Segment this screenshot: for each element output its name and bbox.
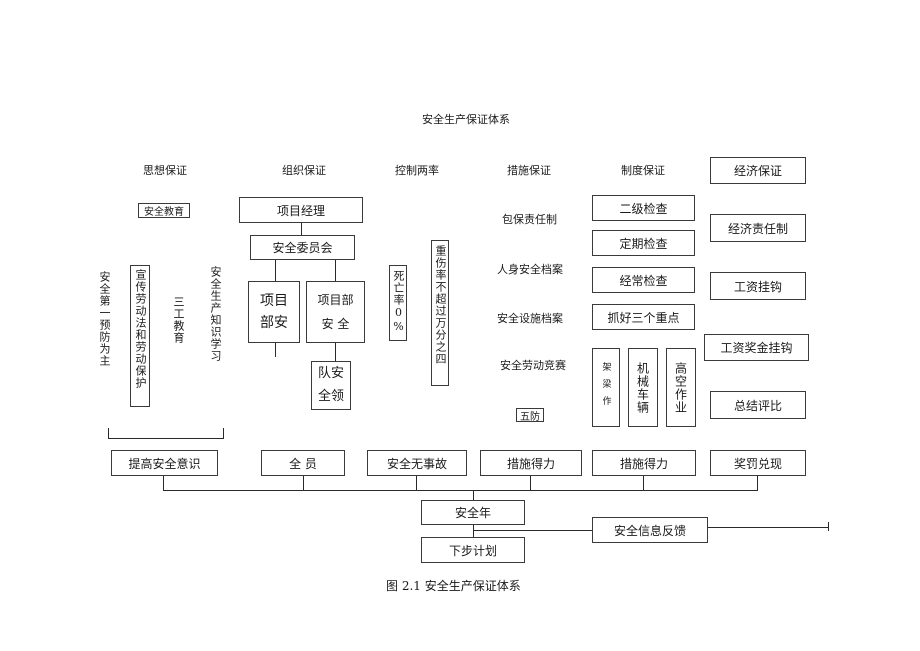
result-drop-2 [303, 476, 304, 490]
economic-item-4: 总结评比 [710, 391, 806, 419]
feedback-right-line [708, 527, 829, 528]
measure-item-2: 人身安全档案 [497, 263, 563, 276]
focus-box-1: 架梁作 [592, 348, 620, 427]
committee-to-dept1-line [275, 260, 276, 281]
dept-safety-box-2: 项目部 安 全 [306, 281, 365, 343]
team-line1: 队安 [317, 366, 344, 382]
to-feedback-line [473, 530, 592, 531]
safety-year-to-next-line [473, 525, 474, 537]
result-system-box: 措施得力 [592, 450, 696, 476]
dept1-down-line [275, 343, 276, 357]
committee-to-dept2-line [335, 260, 336, 281]
thought-bracket-left [108, 428, 109, 439]
project-manager-box: 项目经理 [239, 197, 363, 223]
result-control-box: 安全无事故 [367, 450, 467, 476]
thought-bracket-right [223, 428, 224, 439]
figure-caption: 图 2.1 安全生产保证体系 [386, 579, 521, 593]
injury-rate-box: 重伤率不超过万分之四 [431, 240, 449, 386]
motto-text: 安全第一预防为主 [98, 271, 111, 367]
header-system: 制度保证 [621, 164, 665, 177]
safety-year-box: 安全年 [421, 500, 525, 525]
bus-to-safety-year [473, 490, 474, 500]
next-plan-box: 下步计划 [421, 537, 525, 563]
economic-item-1: 经济责任制 [710, 214, 806, 242]
measure-item-3: 安全设施档案 [497, 312, 563, 325]
result-organization-box: 全 员 [261, 450, 345, 476]
dept-safety-box-1: 项目部安 [248, 281, 300, 343]
death-rate-box: 死亡率0% [389, 265, 407, 341]
dept2-down-line [335, 343, 336, 361]
check-box-2: 定期检查 [592, 230, 695, 256]
feedback-box: 安全信息反馈 [592, 517, 708, 543]
feedback-right-tick [828, 522, 829, 531]
economic-item-3: 工资奖金挂钩 [704, 334, 809, 361]
team-safety-box: 队安 全领 [311, 361, 351, 410]
header-thought: 思想保证 [143, 164, 187, 177]
result-drop-4 [530, 476, 531, 490]
check-box-1: 二级检查 [592, 195, 695, 221]
publicity-box: 宣传劳动法和劳动保护 [130, 265, 150, 407]
result-economic-box: 奖罚兑现 [710, 450, 806, 476]
result-thought-box: 提高安全意识 [111, 450, 218, 476]
economic-item-2: 工资挂钩 [710, 272, 806, 300]
result-drop-6 [757, 476, 758, 490]
thought-bracket-line [108, 438, 224, 439]
focus-box-3: 高空作业 [666, 348, 696, 427]
result-drop-1 [163, 476, 164, 490]
manager-to-committee-line [301, 223, 302, 235]
result-measures-box: 措施得力 [480, 450, 582, 476]
safety-committee-box: 安全委员会 [250, 235, 355, 260]
header-control: 控制两率 [395, 164, 439, 177]
diagram-title: 安全生产保证体系 [422, 113, 510, 126]
result-drop-3 [416, 476, 417, 490]
knowledge-learning: 安全生产知识学习 [209, 266, 222, 362]
dept2-line2: 安 全 [321, 317, 350, 331]
header-economic-box: 经济保证 [710, 157, 806, 184]
check-box-3: 经常检查 [592, 267, 695, 293]
focus-box-2: 机械车辆 [628, 348, 658, 427]
three-level-education: 三工教育 [172, 296, 185, 344]
measure-item-1: 包保责任制 [502, 213, 557, 226]
measure-item-4: 安全劳动竞赛 [500, 359, 566, 372]
dept2-line1: 项目部 [317, 293, 354, 307]
check-box-4: 抓好三个重点 [592, 304, 695, 330]
five-prevention-box: 五防 [516, 408, 544, 423]
team-line2: 全领 [317, 388, 344, 404]
header-organization: 组织保证 [282, 164, 326, 177]
header-measures: 措施保证 [507, 164, 551, 177]
result-bus-line [163, 490, 758, 491]
safety-education-box: 安全教育 [138, 203, 190, 218]
result-drop-5 [643, 476, 644, 490]
